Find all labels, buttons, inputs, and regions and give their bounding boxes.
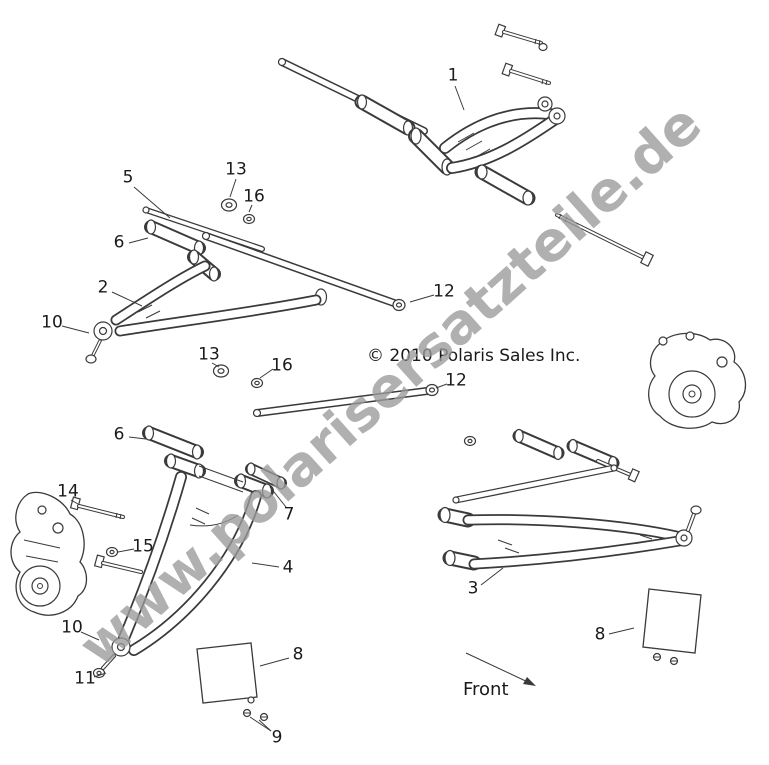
callout-15: 15 (132, 536, 154, 557)
callout-4: 4 (282, 557, 294, 578)
callout-1: 1 (447, 65, 459, 86)
front-label: Front (463, 679, 509, 700)
callout-11: 11 (74, 668, 96, 689)
callout-9: 9 (271, 727, 283, 748)
callout-8: 8 (292, 644, 304, 665)
callout-6: 6 (113, 424, 125, 445)
upper-control-arm-right (277, 57, 566, 206)
callout-10: 10 (41, 312, 63, 333)
callout-16: 16 (243, 186, 265, 207)
callout-16: 16 (271, 355, 293, 376)
callout-2: 2 (97, 277, 109, 298)
guard-plate-left (196, 642, 269, 722)
pivot-bolt-right (555, 213, 655, 267)
steering-knuckle-left (10, 491, 88, 616)
lower-control-arm-left (92, 453, 274, 679)
knuckle-bolts (69, 496, 143, 574)
callout-12: 12 (433, 281, 455, 302)
callout-13: 13 (198, 344, 220, 365)
callout-7: 7 (283, 504, 295, 525)
steering-knuckle-right (648, 331, 747, 429)
callout-12: 12 (445, 370, 467, 391)
middle-hardware (142, 364, 439, 490)
front-direction-arrow (465, 652, 536, 686)
callout-14: 14 (57, 481, 79, 502)
callout-6: 6 (113, 232, 125, 253)
callout-5: 5 (122, 167, 134, 188)
copyright-text: © 2010 Polaris Sales Inc. (367, 346, 581, 366)
callout-10: 10 (61, 617, 83, 638)
right-hardware-row (452, 428, 640, 504)
guard-plate-right (642, 588, 702, 666)
lower-control-arm-right (437, 505, 702, 571)
callout-13: 13 (225, 159, 247, 180)
callout-8: 8 (594, 624, 606, 645)
callout-3: 3 (467, 578, 479, 599)
mounting-bolts-top (494, 23, 551, 86)
